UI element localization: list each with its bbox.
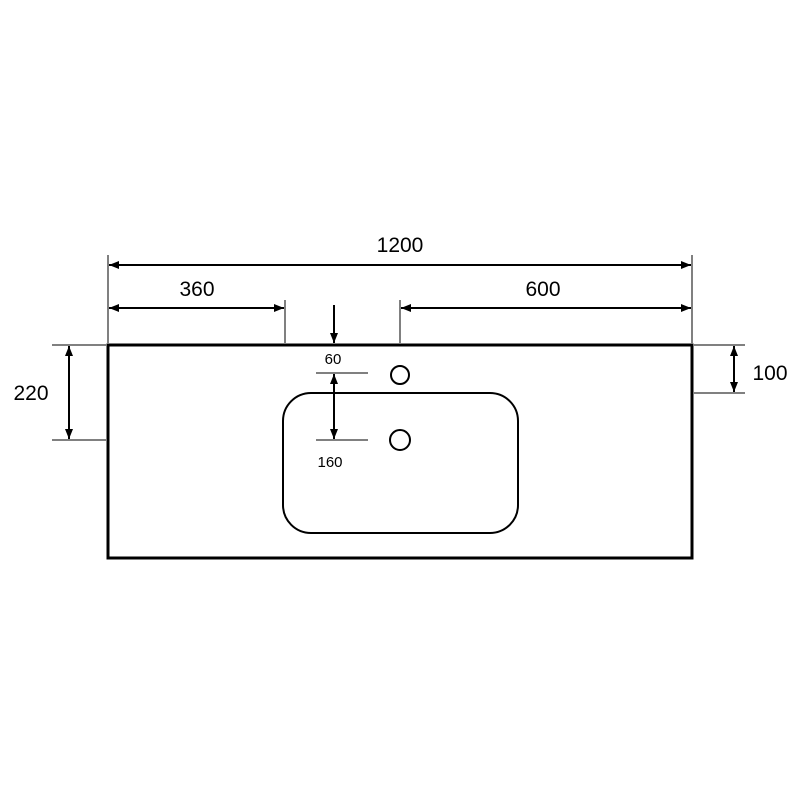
faucet-hole xyxy=(390,365,410,385)
label-overall-width: 1200 xyxy=(377,234,424,257)
label-depth-left: 220 xyxy=(13,382,48,405)
label-faucet-offset: 60 xyxy=(325,351,342,368)
countertop-outline xyxy=(106,343,694,560)
label-left-offset: 360 xyxy=(179,278,214,301)
drain-hole xyxy=(389,429,411,451)
extension-lines xyxy=(52,255,745,441)
basin-outline xyxy=(282,392,519,534)
label-right-offset: 600 xyxy=(525,278,560,301)
label-drain-offset: 160 xyxy=(317,454,342,471)
label-depth-right: 100 xyxy=(752,362,787,385)
